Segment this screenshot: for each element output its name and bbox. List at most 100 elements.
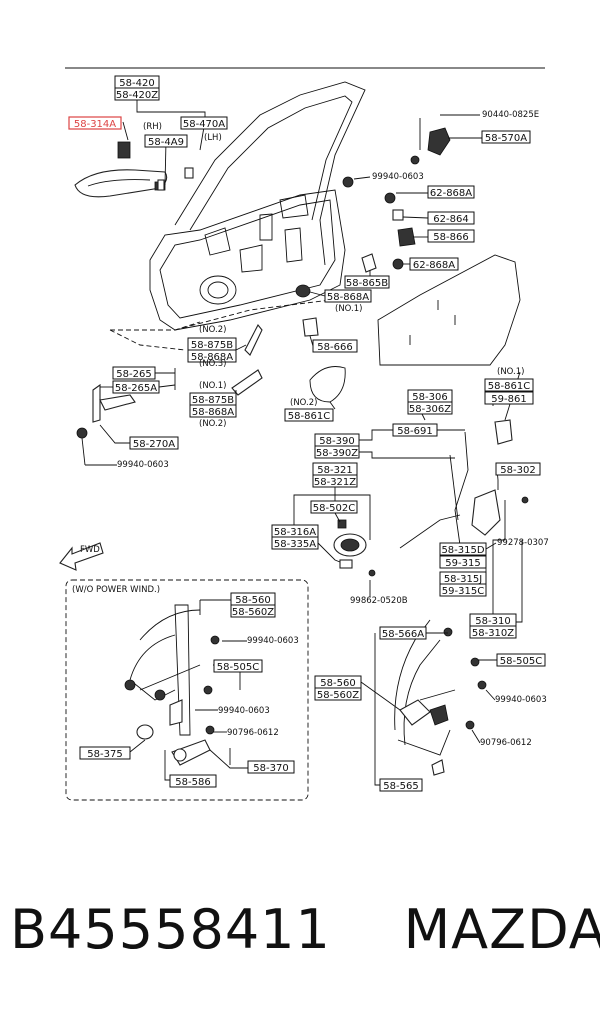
part-label-58-865B[interactable]: 58-865B [344, 275, 390, 289]
part-label-58-560-2[interactable]: 58-560 [314, 675, 362, 689]
part-label-58-265A[interactable]: 58-265A [112, 380, 160, 394]
part-label-58-420Z[interactable]: 58-420Z [114, 87, 160, 101]
part-label-text: 58-306Z [409, 404, 451, 415]
part-label-58-570A[interactable]: 58-570A [481, 130, 531, 144]
part-label-58-866[interactable]: 58-866 [427, 229, 475, 243]
part-label-62-868A-1[interactable]: 62-868A [427, 185, 475, 199]
clip-99940 [342, 176, 354, 188]
part-label-58-314A[interactable]: 58-314A [68, 116, 122, 130]
door-shell [109, 81, 366, 351]
part-label-box [409, 257, 459, 271]
part-58-265 [92, 383, 101, 423]
part-label-box [427, 185, 475, 199]
part-label-text: 58-302 [500, 465, 535, 476]
part-footer: B45558411 MAZDA [10, 898, 600, 978]
part-label-58-861C-2[interactable]: 58-861C [484, 378, 534, 392]
part-label-box [314, 445, 360, 459]
part-label-58-315J[interactable]: 58-315J [439, 571, 487, 585]
part-label-58-868A-2[interactable]: 58-868A [187, 349, 237, 363]
part-label-text: 58-505C [500, 656, 542, 667]
part-label-58-390[interactable]: 58-390 [314, 433, 360, 447]
part-label-text: 58-315J [444, 574, 482, 585]
part-label-box [284, 408, 334, 422]
part-label-59-861[interactable]: 59-861 [484, 391, 534, 405]
annotation-99940-0603-d: 99940-0603 [218, 706, 270, 716]
part-label-text: 58-310 [475, 616, 510, 627]
part-label-58-502C[interactable]: 58-502C [310, 500, 358, 514]
part-label-58-4A9[interactable]: 58-4A9 [144, 134, 188, 148]
part-label-text: 58-666 [317, 342, 352, 353]
part-label-58-321[interactable]: 58-321 [312, 462, 358, 476]
part-label-text: 58-868A [191, 352, 233, 363]
part-label-58-306[interactable]: 58-306 [407, 389, 453, 403]
part-label-58-586[interactable]: 58-586 [169, 774, 217, 788]
part-label-box [112, 380, 160, 394]
part-label-box [481, 130, 531, 144]
part-58-875B-2 [231, 369, 263, 396]
annotation-wo-power: (W/O POWER WIND.) [72, 585, 160, 595]
annotation-99278-0307: 99278-0307 [497, 538, 549, 548]
part-label-text: 58-570A [485, 133, 527, 144]
part-label-62-864[interactable]: 62-864 [427, 211, 475, 225]
outer-door-handle [74, 141, 194, 198]
part-label-text: 58-310Z [472, 628, 514, 639]
part-label-box [114, 87, 160, 101]
door-glass [377, 254, 521, 366]
part-label-58-270A[interactable]: 58-270A [129, 436, 179, 450]
part-label-box [469, 625, 517, 639]
part-label-58-566A[interactable]: 58-566A [379, 626, 427, 640]
part-label-58-861C-1[interactable]: 58-861C [284, 408, 334, 422]
part-label-58-420[interactable]: 58-420 [114, 75, 160, 89]
part-label-58-505C-1[interactable]: 58-505C [213, 659, 263, 673]
part-label-58-560Z-2[interactable]: 58-560Z [314, 687, 362, 701]
part-label-58-868A-3[interactable]: 58-868A [189, 404, 237, 418]
part-label-box [312, 474, 358, 488]
part-label-58-302[interactable]: 58-302 [495, 462, 541, 476]
part-label-58-370[interactable]: 58-370 [247, 760, 295, 774]
part-label-text: 58-875B [191, 340, 233, 351]
annotation-no2-c: (NO.2) [290, 398, 317, 408]
part-label-text: 62-868A [430, 188, 472, 199]
part-label-58-335A[interactable]: 58-335A [271, 536, 319, 550]
part-label-59-315C[interactable]: 59-315C [439, 583, 487, 597]
part-label-58-565[interactable]: 58-565 [379, 778, 423, 792]
part-label-box [180, 116, 228, 130]
part-label-62-868A-2[interactable]: 62-868A [409, 257, 459, 271]
part-label-59-315[interactable]: 59-315 [439, 555, 487, 569]
part-label-text: 58-505C [217, 662, 259, 673]
part-label-58-316A[interactable]: 58-316A [271, 524, 319, 538]
annotation-99862-0520B: 99862-0520B [350, 596, 408, 606]
part-label-58-666[interactable]: 58-666 [312, 339, 358, 353]
part-label-58-315D[interactable]: 58-315D [439, 542, 487, 556]
part-label-text: 58-375 [87, 749, 122, 760]
latch-bracket [410, 127, 451, 165]
part-label-text: 58-586 [175, 777, 210, 788]
fwd-arrow [59, 542, 104, 571]
part-label-58-375[interactable]: 58-375 [79, 746, 131, 760]
part-label-58-560Z-1[interactable]: 58-560Z [230, 604, 276, 618]
part-label-58-310[interactable]: 58-310 [469, 613, 517, 627]
part-label-58-875B-1[interactable]: 58-875B [187, 337, 237, 351]
part-label-58-470A[interactable]: 58-470A [180, 116, 228, 130]
part-label-58-265[interactable]: 58-265 [112, 366, 156, 380]
part-label-58-306Z[interactable]: 58-306Z [407, 401, 453, 415]
annotation-no2-b: (NO.2) [199, 419, 226, 429]
part-label-text: 58-470A [183, 119, 225, 130]
part-label-58-390Z[interactable]: 58-390Z [314, 445, 360, 459]
part-label-58-868A-1[interactable]: 58-868A [324, 289, 372, 303]
part-label-58-505C-2[interactable]: 58-505C [496, 653, 546, 667]
part-label-text: 58-335A [274, 539, 316, 550]
part-label-58-875B-2[interactable]: 58-875B [189, 392, 237, 406]
part-label-text: 58-321 [317, 465, 352, 476]
part-label-text: 58-691 [397, 426, 432, 437]
part-label-text: 58-265A [115, 383, 157, 394]
part-label-58-691[interactable]: 58-691 [392, 423, 438, 437]
wo-power-window-section [65, 579, 309, 801]
part-label-text: 58-875B [192, 395, 234, 406]
part-label-58-310Z[interactable]: 58-310Z [469, 625, 517, 639]
part-label-text: 59-861 [491, 394, 526, 405]
part-label-58-560-1[interactable]: 58-560 [230, 592, 276, 606]
part-label-58-321Z[interactable]: 58-321Z [312, 474, 358, 488]
part-label-box [310, 500, 358, 514]
